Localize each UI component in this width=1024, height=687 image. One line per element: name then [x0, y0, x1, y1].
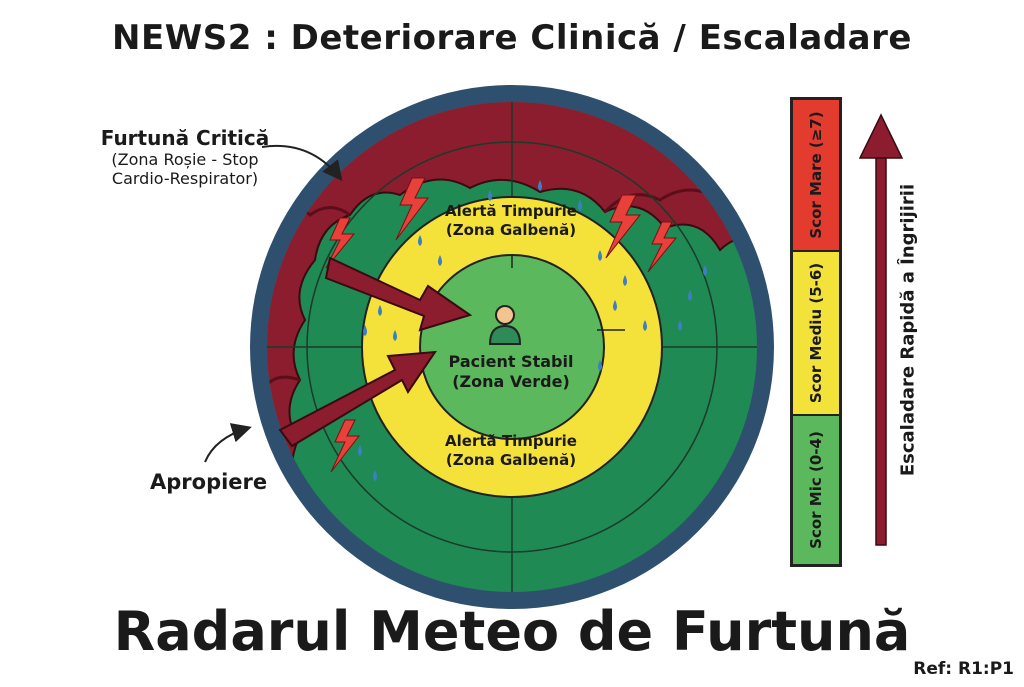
lower-yellow-subtitle: (Zona Galbenă)	[445, 450, 577, 469]
reference-label: Ref: R1:P1	[913, 659, 1014, 679]
scale-low-label: Scor Mic (0-4)	[807, 431, 825, 549]
storm-pointer-arrow	[261, 145, 343, 182]
scale-segment-low: Scor Mic (0-4)	[793, 416, 839, 564]
lower-yellow-title: Alertă Timpurie	[445, 432, 577, 450]
scale-medium-label: Scor Mediu (5-6)	[807, 262, 825, 404]
lightning-icons	[325, 177, 678, 473]
center-green-subtitle: (Zona Verde)	[452, 372, 570, 391]
upper-yellow-label: Alertă Timpurie (Zona Galbenă)	[436, 202, 586, 240]
center-green-label: Pacient Stabil (Zona Verde)	[436, 352, 586, 392]
stable-green-zone	[419, 254, 605, 440]
storm-arrows	[278, 256, 473, 448]
scale-segment-medium: Scor Mediu (5-6)	[793, 251, 839, 417]
upper-yellow-subtitle: (Zona Galbenă)	[445, 220, 577, 239]
approach-label: Apropiere	[150, 470, 268, 494]
storm-subtitle-2: Cardio-Respirator)	[111, 169, 259, 189]
scale-segment-high: Scor Mare (≥7)	[793, 100, 839, 252]
upper-yellow-title: Alertă Timpurie	[445, 202, 577, 220]
approach-pointer-arrow	[204, 423, 252, 463]
storm-title: Furtună Critică	[100, 126, 270, 150]
raindrop-icons	[358, 180, 707, 481]
page-title: NEWS2 : Deteriorare Clinică / Escaladare	[112, 18, 912, 58]
escalation-arrow	[858, 113, 904, 546]
score-scale-bar: Scor Mare (≥7) Scor Mediu (5-6) Scor Mic…	[790, 97, 842, 567]
storm-subtitle-1: (Zona Roșie - Stop	[111, 150, 259, 169]
patient-icon	[488, 305, 522, 345]
bottom-title: Radarul Meteo de Furtună	[113, 600, 911, 663]
storm-zone-label: Furtună Critică (Zona Roșie - Stop Cardi…	[70, 126, 300, 188]
escalation-label: Escaladare Rapidă a Îngrijirii	[897, 183, 919, 477]
lower-yellow-label: Alertă Timpurie (Zona Galbenă)	[436, 432, 586, 470]
center-crosshair	[511, 255, 625, 331]
center-green-title: Pacient Stabil	[448, 352, 574, 371]
scale-high-label: Scor Mare (≥7)	[807, 111, 825, 239]
